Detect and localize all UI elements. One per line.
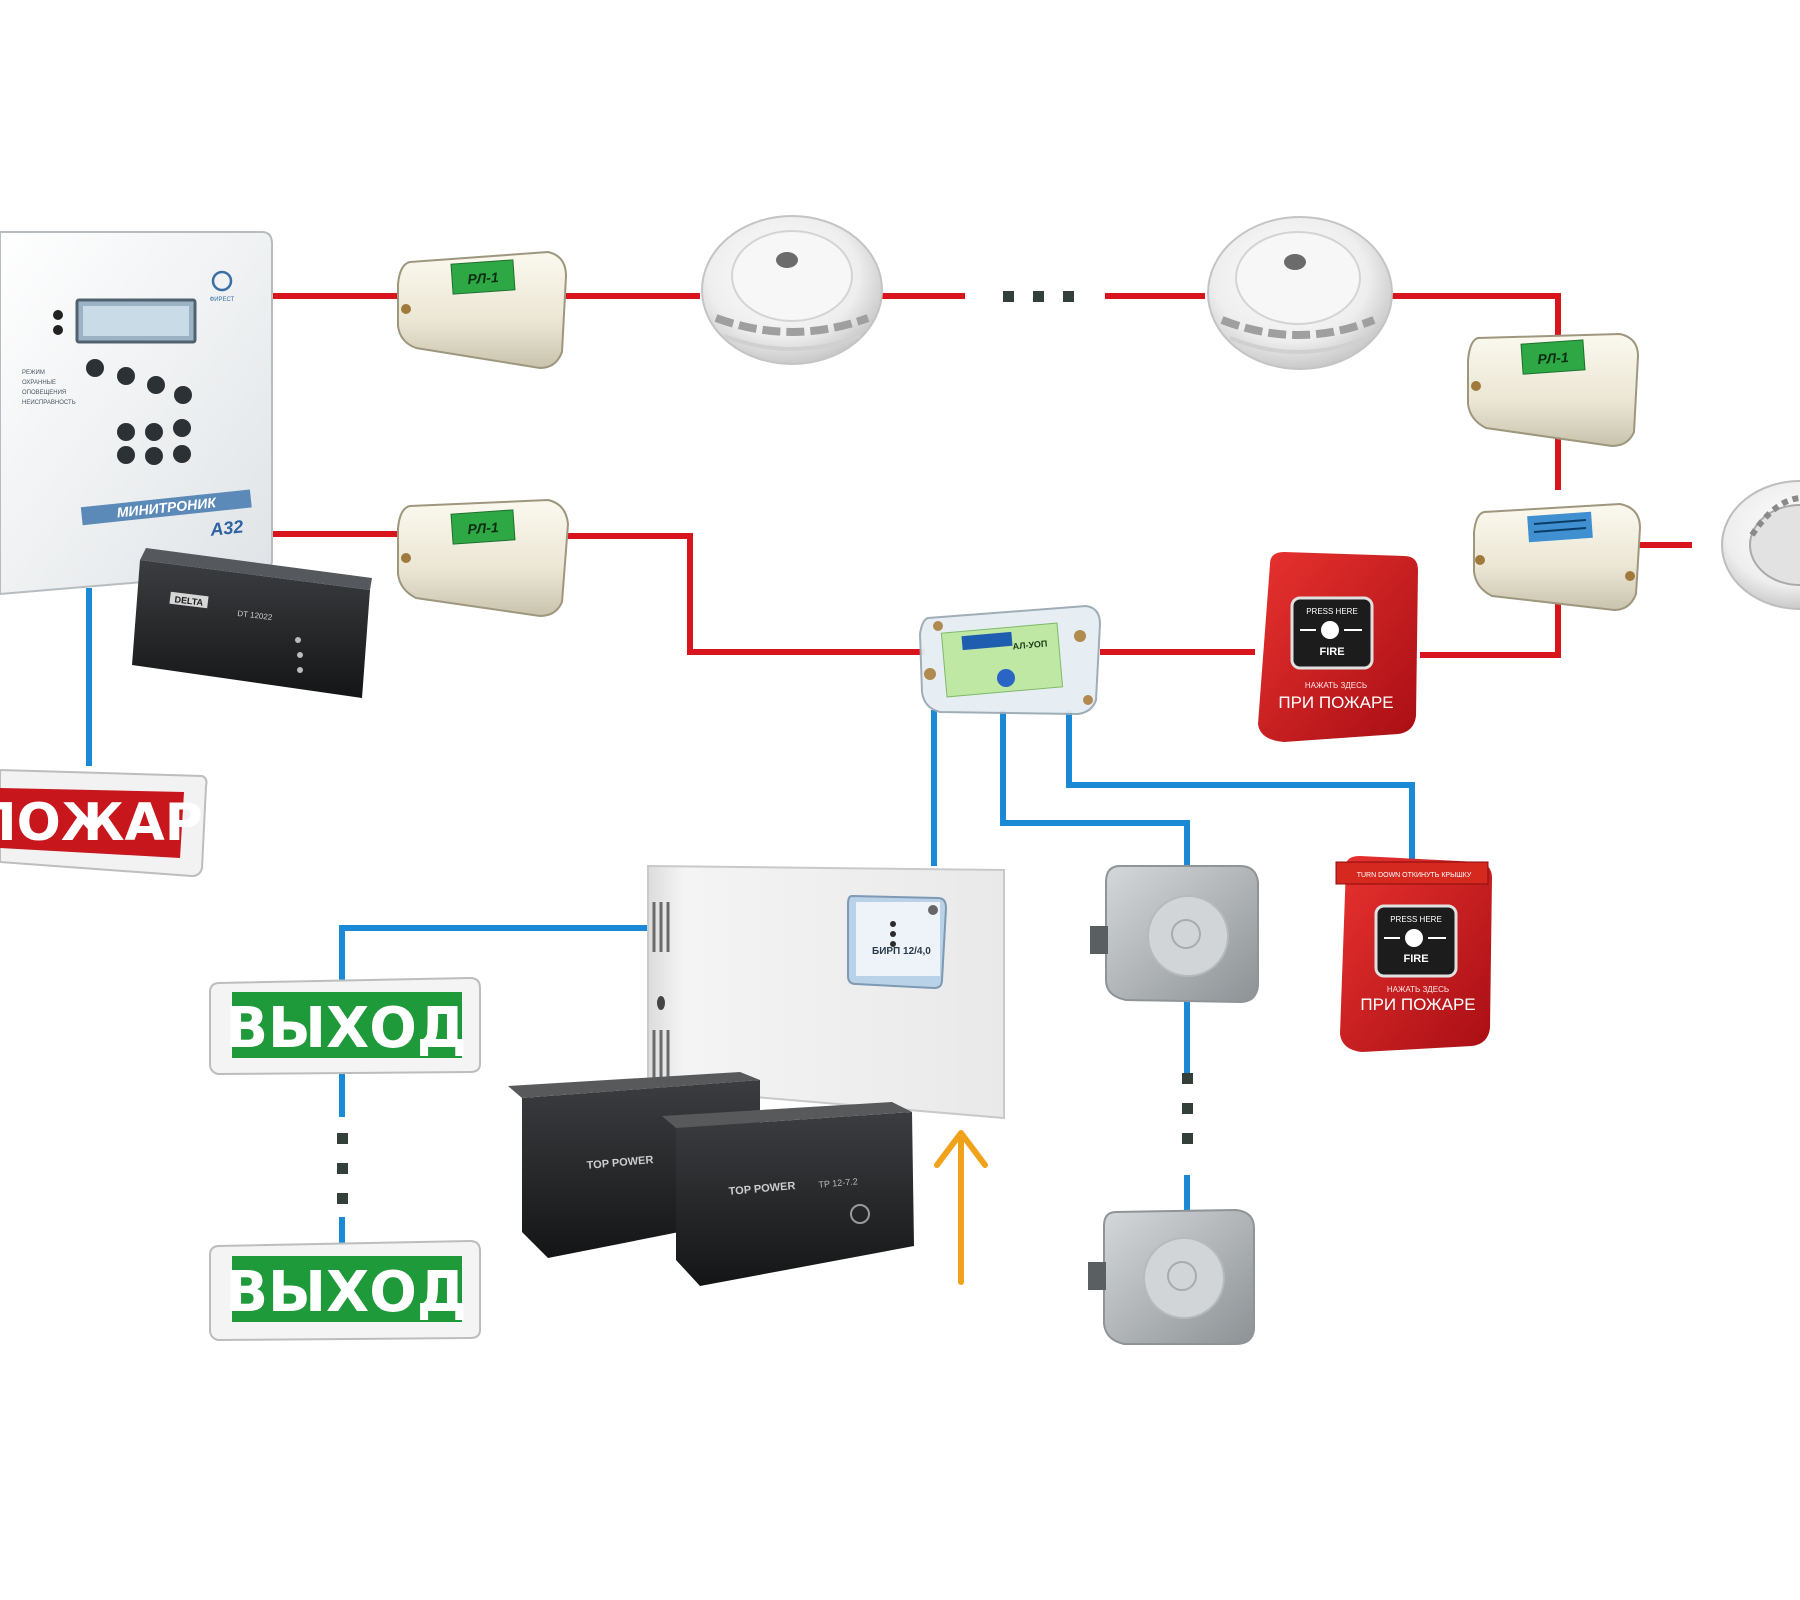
psu-module: БИРП 12/4,0 xyxy=(847,894,948,990)
callpoint-main-text: ПРИ ПОЖАРЕ xyxy=(1360,995,1475,1014)
control-line-to-sirens xyxy=(1000,710,1190,1210)
exit-sign-text: ВЫХОД xyxy=(225,996,466,1061)
smoke-detector-2 xyxy=(1207,216,1393,370)
control-line-psu-to-exit-signs xyxy=(339,925,648,1243)
junction-label: АЛ-УОП xyxy=(1012,639,1048,652)
panel-battery-model: DT 12022 xyxy=(237,609,273,622)
fire-sign-text: ПОЖАР xyxy=(0,793,203,853)
relay-module-3: РЛ-1 xyxy=(1467,332,1640,448)
callpoint-top-text: PRESS HERE xyxy=(1306,607,1358,616)
psu-battery-2: TOP POWER TP 12-7.2 xyxy=(662,1102,914,1286)
smoke-detector-3-partial xyxy=(1721,480,1800,610)
mains-input-arrow xyxy=(934,1130,988,1285)
psu-battery-brand: TOP POWER xyxy=(586,1154,654,1172)
psu-module-title: БИРП 12/4,0 xyxy=(872,946,931,957)
power-supply-unit: БИРП 12/4,0 xyxy=(647,864,1005,1120)
svg-text:РЕЖИМ: РЕЖИМ xyxy=(22,370,45,376)
relay-module-2: РЛ-1 xyxy=(397,498,570,618)
panel-model: А32 xyxy=(208,516,244,539)
psu-battery-brand: TOP POWER xyxy=(728,1180,796,1198)
callpoint-fire-text: FIRE xyxy=(1319,646,1344,658)
alarm-loop-lower xyxy=(272,531,1692,655)
exit-sign-1: ВЫХОД xyxy=(209,976,481,1076)
fire-sign: ПОЖАР xyxy=(0,768,208,878)
junction-box: АЛ-УОП xyxy=(918,604,1102,716)
relay-label: РЛ-1 xyxy=(467,519,499,537)
panel-buttons[interactable] xyxy=(86,359,192,465)
control-panel: ФИРЕСТ РЕЖИМ ОХРАННЫЕ ОПОВЕЩЕНИЯ НЕИСПРА… xyxy=(0,231,273,596)
relay-label: РЛ-1 xyxy=(467,269,499,287)
callpoint-top-text: PRESS HERE xyxy=(1390,915,1442,924)
panel-battery: DELTA DT 12022 xyxy=(132,548,372,698)
callpoint-small-text: НАЖАТЬ ЗДЕСЬ xyxy=(1387,985,1449,994)
exit-line-continuation-dots xyxy=(337,1133,348,1204)
panel-small-logo: ФИРЕСТ xyxy=(210,270,235,303)
svg-text:ОПОВЕЩЕНИЯ: ОПОВЕЩЕНИЯ xyxy=(22,390,66,396)
callpoint-main-text: ПРИ ПОЖАРЕ xyxy=(1278,693,1393,712)
psu-battery-model: TP 12-7.2 xyxy=(818,1176,858,1189)
smoke-detector-1 xyxy=(701,215,883,365)
control-line-to-callpoint xyxy=(1066,710,1415,868)
relay-module-1: РЛ-1 xyxy=(397,250,568,370)
manual-call-point-1: PRESS HERE FIRE НАЖАТЬ ЗДЕСЬ ПРИ ПОЖАРЕ xyxy=(1258,552,1418,742)
callpoint-small-text: НАЖАТЬ ЗДЕСЬ xyxy=(1305,681,1367,690)
relay-label: РЛ-1 xyxy=(1537,349,1569,367)
upper-loop-continuation-dots xyxy=(1003,291,1074,302)
svg-text:ОХРАННЫЕ: ОХРАННЫЕ xyxy=(22,380,56,386)
siren-1 xyxy=(1090,865,1259,1004)
panel-logo-text: ФИРЕСТ xyxy=(210,297,235,303)
panel-legend: РЕЖИМ ОХРАННЫЕ ОПОВЕЩЕНИЯ НЕИСПРАВНОСТЬ xyxy=(22,370,76,406)
psu-vents xyxy=(652,902,670,1080)
alarm-loop-upper xyxy=(272,293,1561,658)
panel-battery-brand: DELTA xyxy=(174,594,204,607)
siren-line-continuation-dots xyxy=(1182,1073,1193,1144)
wiring xyxy=(86,291,1692,1285)
callpoint-lift-text: TURN DOWN ОТКИНУТЬ КРЫШКУ xyxy=(1357,872,1472,879)
svg-text:НЕИСПРАВНОСТЬ: НЕИСПРАВНОСТЬ xyxy=(22,400,76,406)
panel-led-indicators xyxy=(53,310,63,335)
manual-call-point-2: TURN DOWN ОТКИНУТЬ КРЫШКУ PRESS HERE FIR… xyxy=(1335,856,1492,1052)
exit-sign-text: ВЫХОД xyxy=(225,1260,466,1325)
interface-module xyxy=(1473,502,1642,612)
siren-2 xyxy=(1088,1208,1255,1345)
callpoint-fire-text: FIRE xyxy=(1403,953,1428,965)
exit-sign-2: ВЫХОД xyxy=(209,1239,481,1342)
